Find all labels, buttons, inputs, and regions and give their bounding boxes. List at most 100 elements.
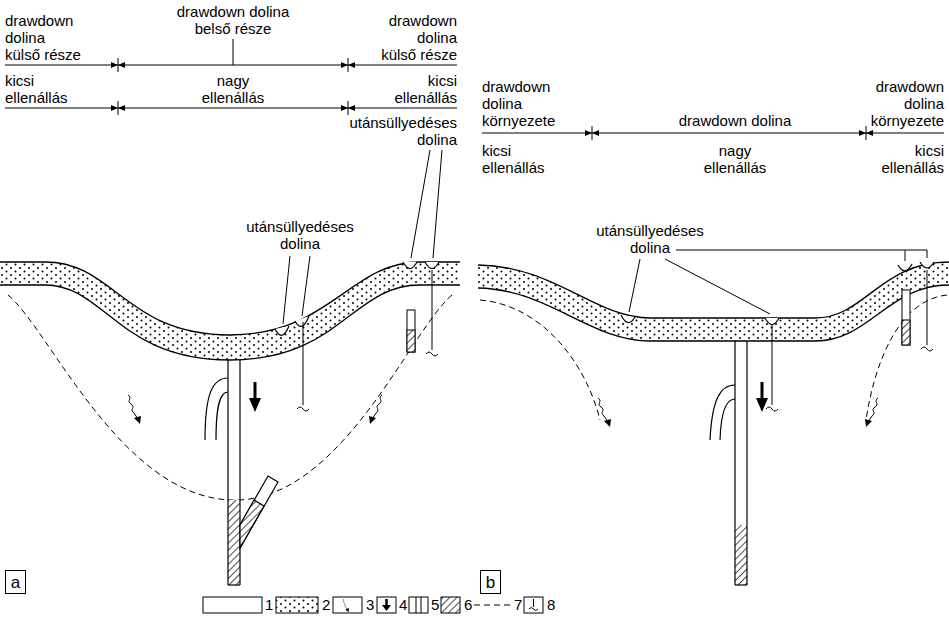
dimension-lines-part	[5, 108, 457, 109]
drain-symbols-b-part	[902, 320, 910, 345]
legend-samples-part	[343, 599, 349, 612]
flow-arrow-b-part	[756, 398, 768, 412]
shaft-b	[710, 341, 747, 585]
text-line: ellenállás	[482, 159, 545, 176]
text-line: kicsi	[5, 72, 68, 89]
dimension-lines-part	[348, 62, 355, 68]
text-line: külső része	[5, 46, 81, 63]
subsidence-notches-a-part	[425, 262, 439, 269]
panel-letter: a	[11, 573, 20, 592]
dimension-lines-part	[5, 65, 457, 66]
legend-number: 6	[464, 596, 472, 613]
dimension-lines-part	[585, 130, 592, 136]
panel-letter: b	[486, 573, 495, 592]
legend-samples-part	[421, 597, 422, 613]
cover-sediment-a-part	[0, 262, 460, 335]
shaft-a-part	[205, 378, 228, 440]
drain-symbols-a-part	[432, 270, 433, 350]
subsidence-notches-a-part	[403, 262, 417, 269]
legend-samples-part	[203, 597, 262, 613]
subsidence-notches-b-part	[920, 262, 934, 268]
text-line: környezete	[482, 112, 555, 129]
cover-sediment-a-part	[0, 285, 460, 360]
dimension-lines-part	[233, 39, 234, 65]
annotation-label: nagy ellenállás	[202, 72, 265, 106]
annotation-label: drawdown dolina környezete	[482, 78, 555, 129]
shaft-b-part	[746, 341, 747, 585]
dimension-lines-part	[118, 105, 125, 111]
text-line: környezete	[871, 112, 944, 129]
drain-symbols-a-part	[303, 322, 304, 405]
shaft-a-part	[227, 360, 228, 585]
leader-lines-b-part	[676, 250, 927, 258]
text-line: dolina	[596, 239, 704, 256]
legend-samples-part	[276, 597, 318, 613]
text-line: ellenállás	[704, 159, 767, 176]
legend-number: 2	[322, 596, 330, 613]
legend-number: 5	[431, 596, 439, 613]
dimension-lines-part	[592, 130, 599, 136]
water-table-a-part	[8, 295, 452, 500]
leader-lines-b-part	[905, 250, 906, 261]
shaft-a	[205, 360, 278, 585]
text-line: drawdown dolina	[177, 3, 290, 20]
dimension-lines-part	[111, 62, 118, 68]
legend-number: 4	[399, 596, 407, 613]
legend-samples-part	[524, 597, 543, 613]
subsidence-notches-b-part	[765, 318, 779, 325]
shaft-a-part	[228, 584, 240, 585]
subsidence-notches-a-part	[295, 316, 309, 326]
drain-symbols-a-part	[407, 330, 415, 352]
dimension-lines-part	[118, 62, 125, 68]
text-line: dolina	[871, 95, 944, 112]
text-line: dolina	[482, 95, 555, 112]
drain-symbols-b	[766, 270, 933, 411]
drain-symbols-b-part	[927, 270, 928, 345]
dimension-lines	[5, 39, 944, 140]
water-table-b	[480, 295, 947, 420]
legend-samples-part	[474, 605, 510, 606]
text-line: kicsi	[482, 142, 545, 159]
leader-lines-b	[629, 250, 927, 314]
drain-symbols-b-part	[902, 290, 910, 345]
panel-label-box: b	[480, 570, 501, 594]
dimension-lines-part	[859, 130, 866, 136]
flow-arrow-b-part	[761, 382, 764, 400]
drain-symbols-b-part	[772, 325, 773, 405]
drain-symbols-a-part	[297, 407, 309, 411]
text-line: drawdown	[871, 78, 944, 95]
drain-symbols-a-part	[407, 310, 415, 352]
leader-lines-a-part	[411, 150, 430, 258]
cover-sediment-b-part	[478, 262, 949, 318]
subsidence-notches-a-part	[275, 326, 289, 335]
annotation-label: nagy ellenállás	[704, 142, 767, 176]
dimension-lines-part	[341, 105, 348, 111]
shaft-a-part	[240, 500, 264, 548]
subsidence-notches-b-part	[898, 264, 912, 271]
dimension-lines-part	[348, 105, 355, 111]
annotation-label: utánsüllyedéses dolina	[246, 218, 354, 252]
legend-samples-part	[533, 599, 534, 607]
leader-lines-b-part	[665, 259, 770, 314]
drain-symbols-a-part	[426, 352, 438, 356]
legend-samples-part	[416, 597, 417, 613]
text-line: utánsüllyedéses	[246, 218, 354, 235]
legend-number: 7	[514, 596, 522, 613]
text-line: ellenállás	[202, 89, 265, 106]
annotation-label: drawdown dolina	[679, 112, 792, 129]
legend-number: 3	[366, 596, 374, 613]
cover-sediment-b-part	[478, 262, 949, 341]
text-line: dolina	[246, 235, 354, 252]
shaft-b-part	[734, 341, 735, 585]
legend-samples-part	[409, 597, 428, 613]
text-line: ellenállás	[881, 159, 944, 176]
flow-arrow-a-part	[254, 382, 257, 400]
legend-samples-part	[333, 597, 362, 613]
text-line: kicsi	[394, 72, 457, 89]
legend-samples-part	[377, 597, 396, 613]
shaft-b-part	[710, 385, 735, 440]
leader-lines-a-part	[433, 150, 442, 258]
leader-lines-a-part	[302, 256, 310, 316]
dimension-lines-part	[111, 105, 118, 111]
